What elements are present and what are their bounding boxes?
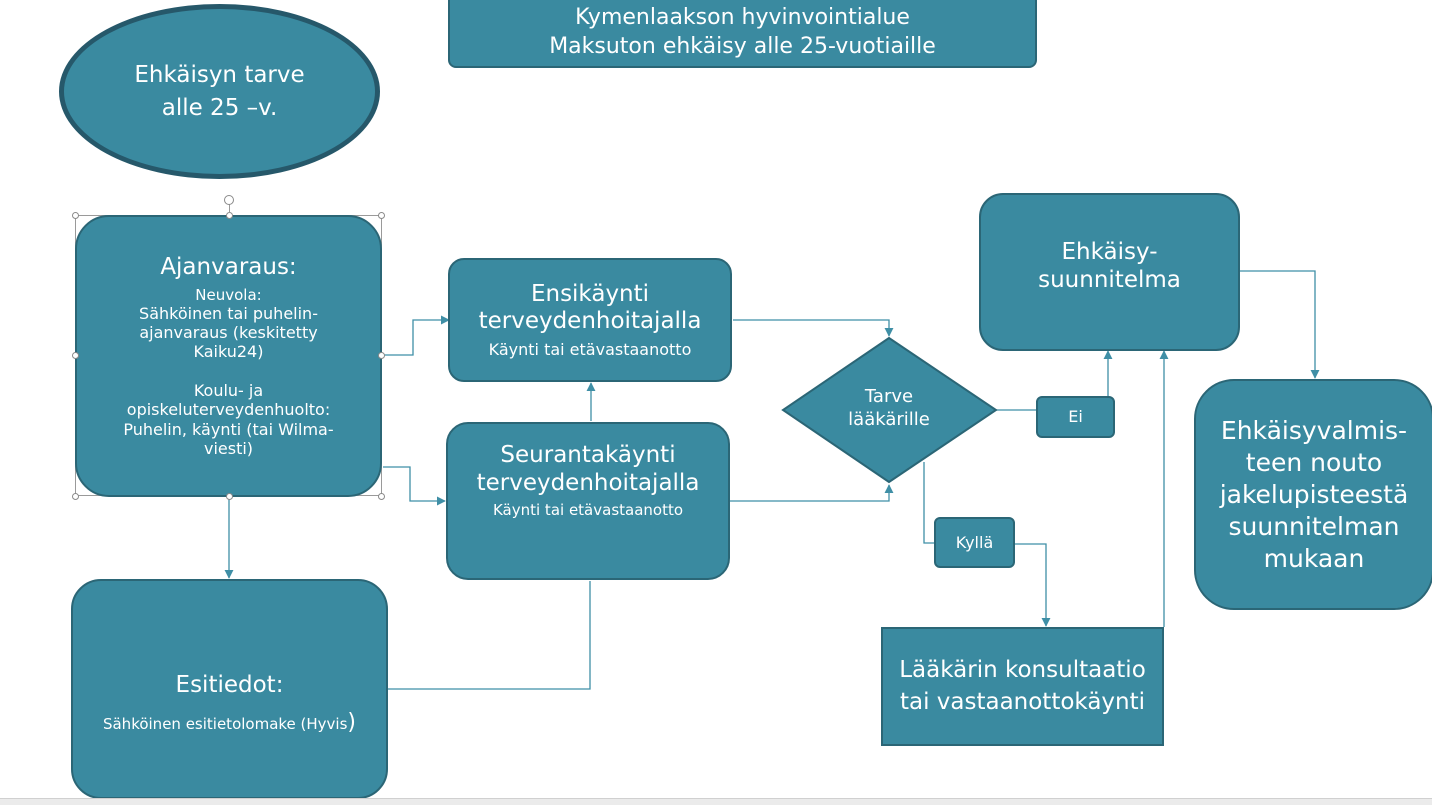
resize-handle-right[interactable] <box>378 352 385 359</box>
title-line-2: Maksuton ehkäisy alle 25-vuotiaille <box>549 34 936 59</box>
booking-neuvola-label: Neuvola: <box>195 285 262 304</box>
resize-handle-top[interactable] <box>226 212 233 219</box>
title-line-1: Kymenlaakson hyvinvointialue <box>575 5 910 31</box>
booking-school-line-2: opiskeluterveydenhuolto: <box>126 400 331 420</box>
start-need-ellipse: Ehkäisyn tarve alle 25 –v. <box>59 4 380 179</box>
followup-line-1: Seurantakäynti <box>500 442 676 468</box>
connector-followup-to-decision <box>730 484 894 502</box>
pickup-box: Ehkäisyvalmis- teen nouto jakelupisteest… <box>1194 379 1432 610</box>
resize-handle-top-left[interactable] <box>72 212 79 219</box>
pickup-line-5: mukaan <box>1263 543 1365 573</box>
title-banner: Kymenlaakson hyvinvointialue Maksuton eh… <box>448 0 1037 68</box>
pickup-line-2: teen nouto <box>1245 447 1383 477</box>
resize-handle-bottom-right[interactable] <box>378 493 385 500</box>
decision-diamond-shape <box>781 336 998 484</box>
first-visit-line-1: Ensikäynti <box>530 280 650 307</box>
doctor-line-2: tai vastaanottokäynti <box>899 688 1146 715</box>
need-line-2: alle 25 –v. <box>161 94 278 121</box>
resize-handle-bottom-left[interactable] <box>72 493 79 500</box>
prior-info-detail: Sähköinen esitietolomake (Hyvis <box>102 714 348 733</box>
no-label-box: Ei <box>1036 396 1115 438</box>
connector-booking-to-first-visit <box>383 315 450 356</box>
first-visit-box: Ensikäynti terveydenhoitajalla Käynti ta… <box>448 258 732 382</box>
booking-heading: Ajanvaraus: <box>160 254 297 281</box>
prior-info-closing-paren: ) <box>347 709 357 735</box>
first-visit-line-3: Käynti tai etävastaanotto <box>488 340 692 359</box>
booking-neuvola-line-2: ajanvaraus (keskitetty <box>139 322 318 342</box>
plan-line-1: Ehkäisy- <box>1061 239 1158 265</box>
followup-visit-box: Seurantakäynti terveydenhoitajalla Käynt… <box>446 422 730 580</box>
resize-handle-top-right[interactable] <box>378 212 385 219</box>
pickup-line-1: Ehkäisyvalmis- <box>1220 415 1408 445</box>
booking-neuvola-line-3: Kaiku24) <box>193 342 264 362</box>
booking-school-line-3: Puhelin, käynti (tai Wilma- <box>123 419 334 439</box>
decision-label: Tarve lääkärille <box>820 385 958 432</box>
connector-decision-to-yes <box>923 462 934 544</box>
decision-line-2: lääkärille <box>848 409 930 431</box>
rotate-handle-stem <box>229 202 230 213</box>
yes-label-box: Kyllä <box>934 517 1015 568</box>
first-visit-line-2: terveydenhoitajalla <box>478 308 702 335</box>
pickup-line-3: jakelupisteestä <box>1219 479 1409 509</box>
prior-info-heading: Esitiedot: <box>175 672 284 698</box>
plan-line-2: suunnitelma <box>1038 266 1181 293</box>
rotate-handle[interactable] <box>224 195 234 205</box>
resize-handle-left[interactable] <box>72 352 79 359</box>
followup-line-2: terveydenhoitajalla <box>476 469 700 496</box>
connector-booking-to-followup <box>383 466 446 506</box>
connector-yes-to-doctor <box>1015 543 1051 627</box>
decision-line-1: Tarve <box>864 386 914 407</box>
prior-info-detail-row: Sähköinen esitietolomake (Hyvis) <box>103 710 356 736</box>
bottom-scrollbar[interactable] <box>0 798 1432 805</box>
doctor-line-1: Lääkärin konsultaatio <box>899 657 1146 684</box>
doctor-consultation-box: Lääkärin konsultaatio tai vastaanottokäy… <box>881 627 1164 746</box>
connector-plan-to-pickup <box>1240 270 1320 379</box>
pickup-line-4: suunnitelman <box>1228 511 1400 541</box>
contraception-plan-box: Ehkäisy- suunnitelma <box>979 193 1240 351</box>
booking-box: Ajanvaraus: Neuvola: Sähköinen tai puhel… <box>75 215 382 497</box>
no-label: Ei <box>1068 407 1083 427</box>
connector-first-visit-to-decision <box>733 319 894 337</box>
resize-handle-bottom[interactable] <box>226 493 233 500</box>
booking-school-line-4: viesti) <box>203 438 254 458</box>
connector-prior-info-to-followup <box>388 581 591 690</box>
need-line-1: Ehkäisyn tarve <box>134 62 305 89</box>
yes-label: Kyllä <box>955 532 994 552</box>
prior-info-box: Esitiedot: Sähköinen esitietolomake (Hyv… <box>71 579 388 799</box>
booking-neuvola-line-1: Sähköinen tai puhelin- <box>139 303 318 323</box>
booking-school-line-1: Koulu- ja <box>193 381 264 401</box>
followup-line-3: Käynti tai etävastaanotto <box>492 501 684 520</box>
